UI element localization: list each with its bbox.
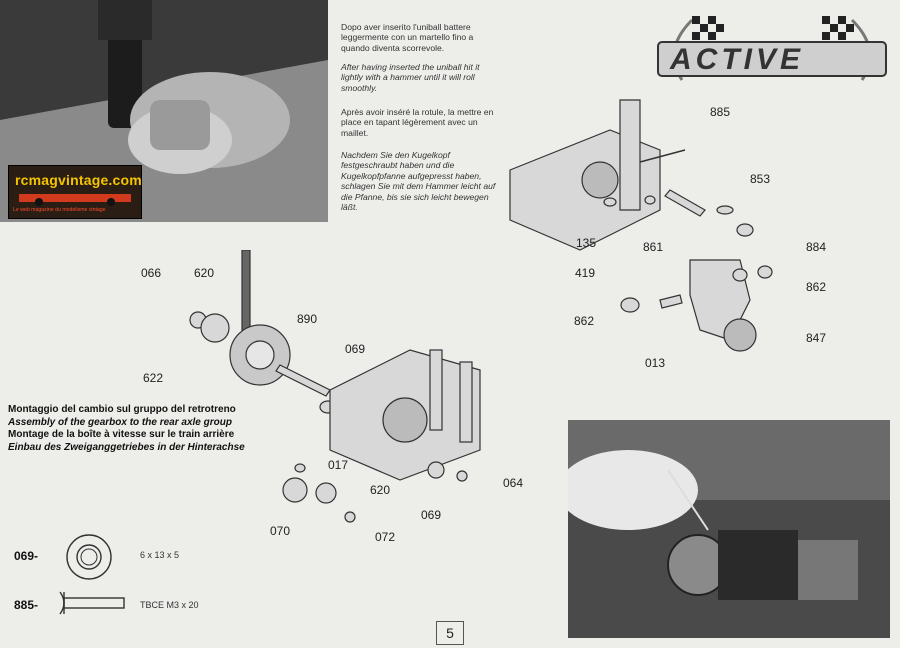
page-number: 5 (436, 621, 464, 645)
part-label: 620 (194, 266, 215, 280)
caption-en: Assembly of the gearbox to the rear axle… (8, 416, 232, 428)
checkered-flags-icon (657, 16, 887, 81)
part-label: 064 (503, 476, 524, 490)
active-brand-logo: ACTIVE (652, 10, 892, 100)
caption-it: Montaggio del cambio sul gruppo del retr… (8, 404, 236, 415)
part-label: 072 (375, 530, 396, 544)
part-label: 884 (806, 240, 827, 254)
part-label: 013 (645, 356, 666, 370)
part-label: 135 (576, 236, 597, 250)
legend-spec: 6 x 13 x 5 (140, 550, 180, 560)
watermark-logo: rcmagvintage.com Le web magazine du mode… (8, 165, 142, 219)
instruction-en: After having inserted the uniball hit it… (341, 62, 480, 93)
legend-spec: TBCE M3 x 20 (140, 600, 199, 610)
photo-gearbox-illustration (568, 420, 890, 638)
part-label: 847 (806, 331, 827, 345)
instruction-fr: Après avoir inséré la rotule, la mettre … (341, 107, 494, 138)
part-label: 862 (806, 280, 827, 294)
steering-block-diagram (509, 99, 773, 352)
photo-hammer-illustration (0, 0, 328, 222)
gearbox-assembly-diagram (189, 250, 481, 523)
instruction-it: Dopo aver inserito l'uniball battere leg… (341, 22, 474, 53)
part-label: 853 (750, 172, 771, 186)
watermark-subtitle: Le web magazine du modelisme vintage (13, 207, 106, 213)
part-label: 066 (141, 266, 162, 280)
brand-logo-text: ACTIVE (670, 43, 805, 76)
part-label: 069 (421, 508, 442, 522)
part-label: 885 (710, 105, 731, 119)
part-label: 622 (143, 371, 164, 385)
assembly-caption: Montaggio del cambio sul gruppo del retr… (8, 404, 308, 454)
caption-de: Einbau des Zweiganggetriebes in der Hint… (8, 441, 245, 453)
part-label: 069 (345, 342, 366, 356)
part-label: 620 (370, 483, 391, 497)
part-label: 070 (270, 524, 291, 538)
photo-gearbox-installed (568, 420, 890, 638)
washer-icon (66, 534, 112, 580)
screw-icon (59, 591, 125, 615)
photo-hammer-uniball (0, 0, 328, 222)
caption-fr: Montage de la boîte à vitesse sur le tra… (8, 429, 235, 440)
instruction-de: Nachdem Sie den Kugelkopf festgeschraubt… (341, 150, 496, 213)
watermark-title: rcmagvintage.com (15, 172, 142, 188)
part-label: 890 (297, 312, 318, 326)
legend-number: 885- (14, 598, 39, 612)
watermark-car-icon (19, 194, 131, 206)
part-label: 017 (328, 458, 349, 472)
part-label: 861 (643, 240, 664, 254)
part-label: 862 (574, 314, 595, 328)
legend-number: 069- (14, 549, 39, 563)
part-label: 419 (575, 266, 596, 280)
